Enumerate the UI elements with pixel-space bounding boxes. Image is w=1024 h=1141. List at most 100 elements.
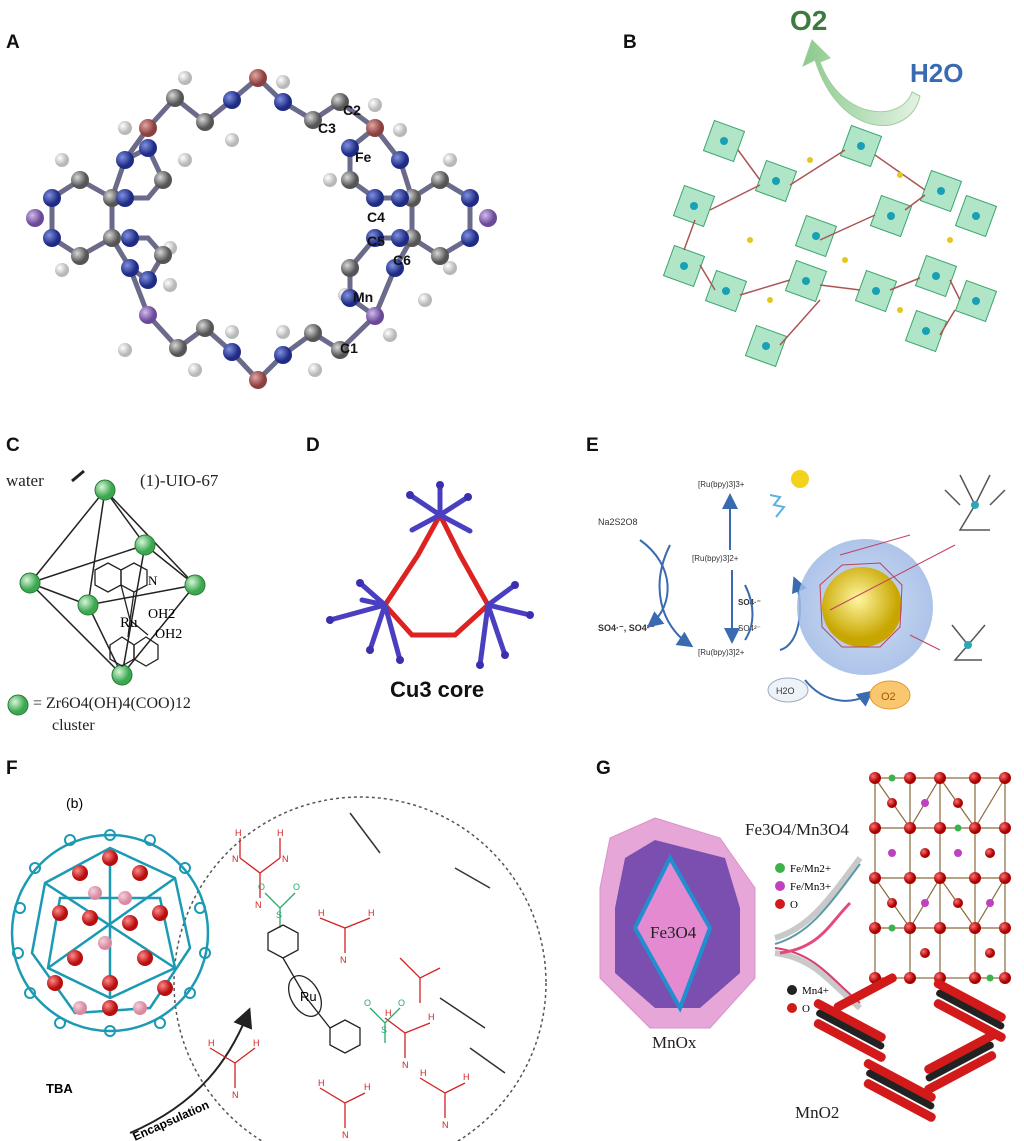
- legend1-dot: [775, 863, 785, 873]
- ru-label-f: Ru: [300, 989, 317, 1004]
- mno2-label: MnO2: [795, 1103, 840, 1122]
- cage-guest-spheres: [47, 850, 173, 1016]
- catalyst-cage: [819, 534, 956, 648]
- cage-nodes: [12, 829, 211, 1037]
- svg-text:N: N: [340, 955, 347, 965]
- light-source-icon: [791, 470, 809, 488]
- subpanel-b-label: (b): [66, 795, 83, 811]
- panel-b: B O2 H2O: [620, 0, 1024, 400]
- water-bubble: [767, 677, 809, 703]
- svg-text:H: H: [420, 1068, 427, 1078]
- legend4-dot: [787, 985, 797, 995]
- svg-text:H: H: [318, 908, 325, 918]
- sulfate-radical-label: SO4·⁻, SO4²⁻: [598, 623, 655, 633]
- ru2-bottom-label: [Ru(bpy)3]2+: [698, 648, 745, 657]
- panel-g-label: G: [596, 758, 611, 779]
- persulfate-label: Na2S2O8: [598, 517, 638, 527]
- framework-metal-centers: [680, 137, 980, 350]
- svg-text:H: H: [463, 1072, 470, 1082]
- o2-label: O2: [790, 5, 827, 36]
- svg-text:H: H: [253, 1038, 260, 1048]
- svg-text:S: S: [381, 1025, 387, 1035]
- oxygen-bubble: [869, 680, 911, 710]
- fe3o4-core-diamond: [632, 853, 713, 1013]
- panel-g-structure: Fe3O4 MnOx Fe/Mn2+ Fe/Mn3+ O Mn4+ O: [599, 772, 1011, 1122]
- legend1-text: Fe/Mn2+: [790, 863, 831, 875]
- fe3o4-core-label: Fe3O4: [650, 923, 697, 942]
- svg-text:N: N: [255, 900, 262, 910]
- legend5-dot: [787, 1003, 797, 1013]
- svg-text:H: H: [208, 1038, 215, 1048]
- guanidinium-molecules: [209, 838, 466, 1128]
- atom-label-c5: C5: [367, 233, 385, 249]
- panel-d: D Cu3 core: [300, 435, 550, 735]
- panel-c-label: C: [6, 435, 20, 456]
- panel-f-structure: (b) TBA Encaps: [10, 795, 547, 1141]
- n-label: N: [148, 573, 158, 588]
- oh2-label-a: OH2: [148, 607, 175, 622]
- atom-label-c4: C4: [367, 209, 385, 225]
- atom-label-fe: Fe: [355, 149, 372, 165]
- panel-e-cycle: Na2S2O8 [Ru(bpy)3]3+ [Ru(bpy)3]2+ [Ru(bp…: [598, 470, 1006, 710]
- legend-cluster: cluster: [52, 717, 95, 734]
- atom-label-c6: C6: [393, 252, 411, 268]
- panel-a-structure: C2 C3 Fe C4 C5 C6 Mn C1: [26, 69, 497, 389]
- sulfate-a-label: SO4·⁻: [738, 598, 761, 607]
- ru-complex-icons: [944, 474, 1006, 661]
- panel-g: G Fe3O4/Mn3O4 Fe3O4 MnOx Fe/Mn2+ Fe/Mn3+…: [580, 758, 1024, 1141]
- framework-label: (1)-UIO-67: [140, 471, 219, 490]
- svg-text:O: O: [364, 998, 371, 1008]
- panel-f-label: F: [6, 758, 18, 779]
- svg-text:H: H: [364, 1082, 371, 1092]
- oh2-label-b: OH2: [155, 627, 182, 642]
- panel-b-label: B: [623, 32, 637, 53]
- mnox-shell-label: MnOx: [652, 1033, 697, 1052]
- svg-text:N: N: [232, 854, 239, 864]
- framework-octahedra: [662, 119, 998, 368]
- legend-zr-node: [7, 694, 29, 716]
- catalyst-sphere: [822, 567, 902, 647]
- panel-a-bonds: [49, 74, 473, 384]
- tba-label: TBA: [46, 1081, 73, 1096]
- atom-label-c1: C1: [340, 340, 358, 356]
- legend4-text: Mn4+: [802, 985, 829, 997]
- panel-d-cu3-core: [326, 481, 534, 669]
- cu3-core-caption: Cu3 core: [390, 677, 485, 702]
- ru3-top-label: [Ru(bpy)3]3+: [698, 480, 745, 489]
- svg-text:N: N: [342, 1130, 349, 1140]
- sulfonate-groups: [264, 892, 401, 1043]
- atom-label-mn: Mn: [353, 289, 373, 305]
- svg-text:N: N: [442, 1120, 449, 1130]
- water-label-e: H2O: [776, 686, 795, 696]
- bipyridine-ligand: [94, 562, 159, 667]
- svg-text:N: N: [402, 1060, 409, 1070]
- panel-a: A: [0, 30, 500, 400]
- zr-cluster-nodes: [19, 479, 206, 686]
- framework-linkers: [683, 149, 961, 346]
- oxygen-label-e: O2: [881, 691, 896, 703]
- water-label: water: [6, 471, 44, 490]
- fe3o4-mn3o4-formula: Fe3O4/Mn3O4: [745, 820, 849, 839]
- panel-e: E Na2S2O8 [Ru(bpy)3]3+ [Ru(bpy)3]2+ [Ru(…: [580, 435, 1024, 765]
- legend2-text: Fe/Mn3+: [790, 881, 831, 893]
- legend3-dot: [775, 899, 785, 909]
- atom-label-c3: C3: [318, 120, 336, 136]
- legend5-text: O: [802, 1003, 810, 1015]
- light-ray-icon: [769, 494, 786, 518]
- svg-text:N: N: [282, 854, 289, 864]
- spinel-lattice: [869, 772, 1011, 984]
- svg-text:O: O: [398, 998, 405, 1008]
- h2o-label: H2O: [910, 58, 963, 88]
- panel-b-structure: O2 H2O: [662, 5, 998, 368]
- panel-c-octahedron: N Ru OH2 OH2: [7, 469, 206, 716]
- legend-formula: = Zr6O4(OH)4(COO)12: [33, 695, 191, 712]
- ru-pyridine-complex: [267, 924, 361, 1054]
- legend2-dot: [775, 881, 785, 891]
- svg-text:O: O: [293, 882, 300, 892]
- svg-text:H: H: [318, 1078, 325, 1088]
- ru2-mid-label: [Ru(bpy)3]2+: [692, 554, 739, 563]
- svg-text:H: H: [277, 828, 284, 838]
- svg-text:O: O: [258, 882, 265, 892]
- encapsulation-zoom-circle: [173, 796, 547, 1141]
- legend3-text: O: [790, 899, 798, 911]
